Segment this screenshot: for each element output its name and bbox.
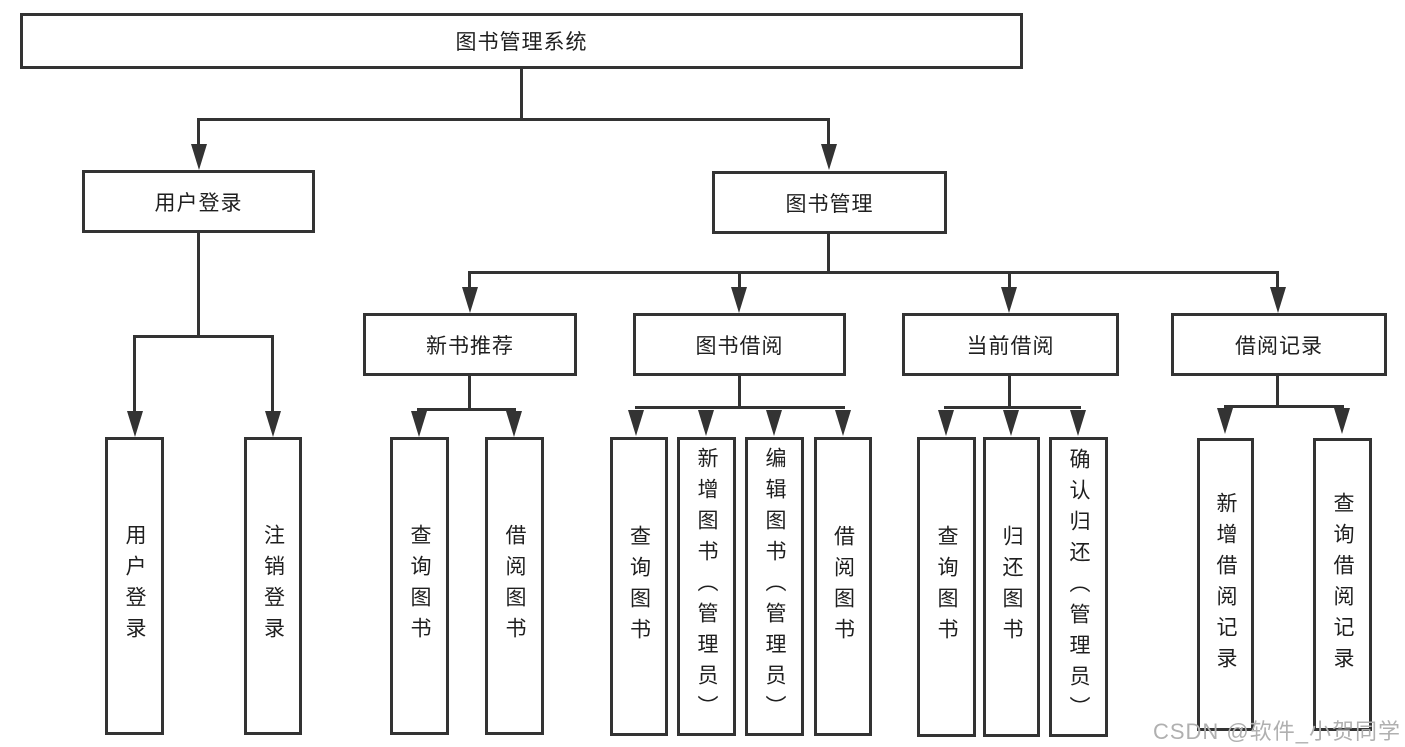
- connector-line: [520, 69, 523, 121]
- leaf-label: 用户登录: [123, 524, 146, 648]
- leaf-label: 新增借阅记录: [1214, 491, 1237, 678]
- node-label: 当前借阅: [966, 334, 1055, 358]
- connector-line: [133, 335, 274, 338]
- connector-line: [133, 335, 136, 413]
- leaf-label: 确认归还（管理员）: [1067, 447, 1090, 727]
- leaf-label: 查询借阅记录: [1331, 491, 1354, 678]
- arrowhead: [1270, 287, 1286, 313]
- leaf-query-books-recommend: 查询图书: [390, 437, 449, 735]
- leaf-label: 归还图书: [1000, 525, 1023, 649]
- leaf-query-books-borrow: 查询图书: [610, 437, 668, 736]
- arrowhead: [938, 410, 954, 436]
- connector-line: [1008, 376, 1011, 409]
- connector-line: [197, 118, 830, 121]
- leaf-confirm-return-admin: 确认归还（管理员）: [1049, 437, 1108, 737]
- node-label: 借阅记录: [1235, 334, 1323, 358]
- arrowhead: [835, 410, 851, 436]
- leaf-label: 查询图书: [627, 524, 651, 649]
- arrowhead: [127, 411, 143, 437]
- leaf-label: 查询图书: [935, 525, 958, 649]
- leaf-label: 查询图书: [408, 524, 431, 648]
- leaf-logout-login: 注销登录: [244, 437, 302, 735]
- connector-line: [271, 335, 274, 413]
- leaf-edit-books-admin: 编辑图书（管理员）: [745, 437, 804, 736]
- node-label: 新书推荐: [426, 334, 514, 358]
- arrowhead: [1334, 408, 1350, 434]
- arrowhead: [731, 287, 747, 313]
- arrowhead: [1003, 410, 1019, 436]
- leaf-query-borrow-record: 查询借阅记录: [1313, 438, 1372, 731]
- arrowhead: [1001, 287, 1017, 313]
- node-book-management: 图书管理: [712, 171, 947, 234]
- connector-line: [468, 271, 1279, 274]
- node-user-login: 用户登录: [82, 170, 315, 233]
- connector-line: [827, 234, 830, 274]
- arrowhead: [766, 410, 782, 436]
- leaf-query-books-current: 查询图书: [917, 437, 976, 737]
- node-label: 图书借阅: [695, 334, 784, 358]
- leaf-label: 注销登录: [261, 524, 285, 648]
- arrowhead: [821, 144, 837, 170]
- node-new-book-recommend: 新书推荐: [363, 313, 577, 376]
- node-current-borrow: 当前借阅: [902, 313, 1119, 376]
- connector-line: [1276, 376, 1279, 408]
- node-book-borrow: 图书借阅: [633, 313, 846, 376]
- arrowhead: [1070, 410, 1086, 436]
- leaf-borrow-books-recommend: 借阅图书: [485, 437, 544, 735]
- arrowhead: [628, 410, 644, 436]
- node-label: 图书管理: [785, 192, 874, 216]
- connector-line: [468, 376, 471, 411]
- arrowhead: [506, 411, 522, 437]
- csdn-watermark: CSDN @软件_小贺同学: [1152, 719, 1401, 744]
- connector-line: [738, 271, 741, 289]
- leaf-label: 借阅图书: [503, 524, 526, 648]
- connector-line: [1276, 271, 1279, 289]
- arrowhead: [462, 287, 478, 313]
- connector-line: [827, 118, 830, 148]
- connector-line: [197, 233, 200, 338]
- leaf-return-books: 归还图书: [983, 437, 1040, 737]
- connector-line: [738, 376, 741, 409]
- leaf-borrow-books: 借阅图书: [814, 437, 872, 736]
- leaf-label: 编辑图书（管理员）: [763, 447, 786, 726]
- connector-line: [944, 406, 1081, 409]
- leaf-user-login: 用户登录: [105, 437, 164, 735]
- arrowhead: [411, 411, 427, 437]
- leaf-add-books-admin: 新增图书（管理员）: [677, 437, 736, 736]
- arrowhead: [191, 144, 207, 170]
- connector-line: [197, 118, 200, 148]
- connector-line: [417, 408, 516, 411]
- connector-line: [1224, 405, 1344, 408]
- connector-line: [635, 406, 845, 409]
- leaf-label: 借阅图书: [831, 524, 855, 649]
- arrowhead: [265, 411, 281, 437]
- node-library-system: 图书管理系统: [20, 13, 1023, 69]
- leaf-add-borrow-record: 新增借阅记录: [1197, 438, 1254, 731]
- arrowhead: [1217, 408, 1233, 434]
- node-label: 图书管理系统: [455, 31, 588, 54]
- node-borrow-records: 借阅记录: [1171, 313, 1387, 376]
- arrowhead: [698, 410, 714, 436]
- node-label: 用户登录: [154, 191, 243, 215]
- connector-line: [468, 271, 471, 289]
- leaf-label: 新增图书（管理员）: [695, 447, 718, 726]
- connector-line: [1008, 271, 1011, 289]
